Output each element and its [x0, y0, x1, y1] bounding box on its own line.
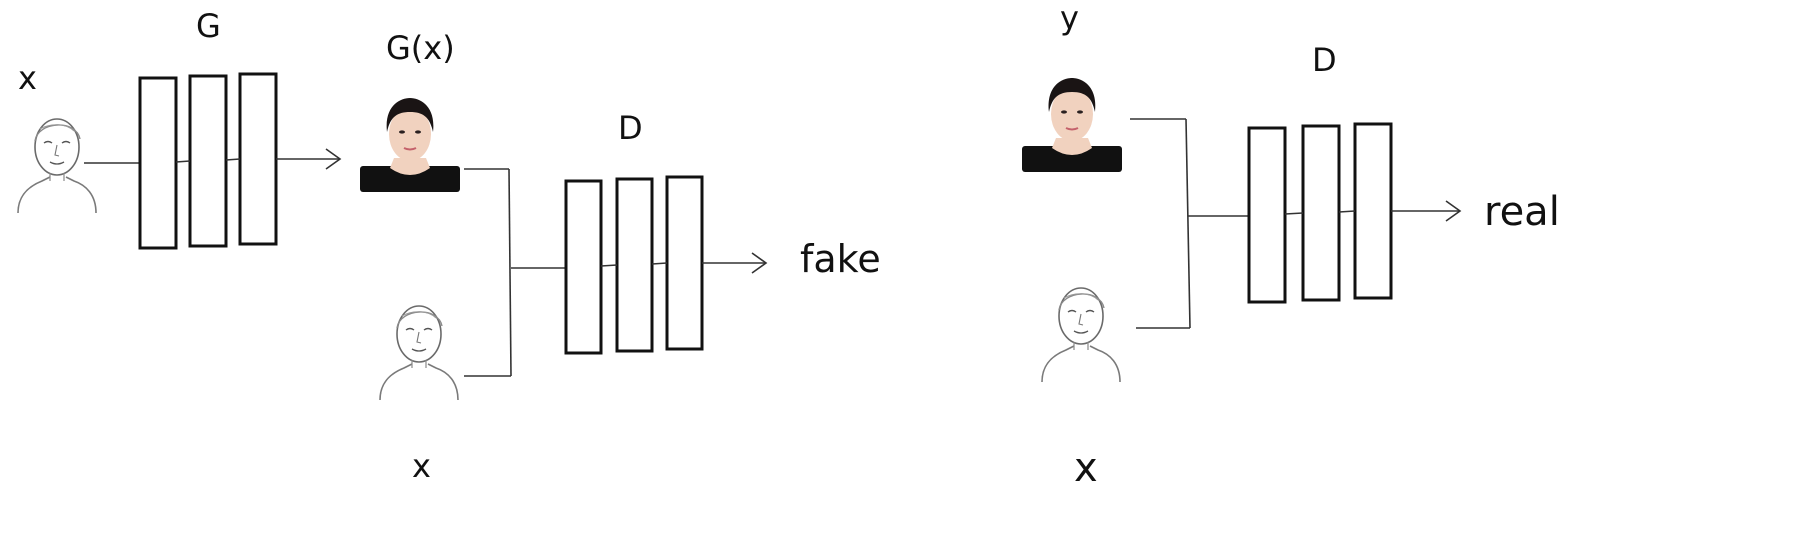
label-discriminator-real: D: [1312, 41, 1337, 79]
generator-block: [138, 72, 278, 250]
real-join-lines: [1130, 118, 1249, 329]
generator-layer: [238, 72, 278, 246]
label-generated: G(x): [386, 29, 455, 67]
discriminator-layer: [1301, 124, 1341, 302]
generator-layer: [138, 76, 178, 250]
generated-photo-image: [359, 97, 461, 193]
discriminator-layer: [564, 179, 603, 355]
label-real: real: [1484, 189, 1560, 235]
generator-layer: [188, 74, 228, 248]
input-sketch-image: [17, 118, 97, 214]
label-generator: G: [196, 7, 221, 45]
right-sketch-image: [1041, 287, 1121, 383]
discriminator-real-block: [1247, 122, 1393, 304]
target-photo-image: [1021, 77, 1123, 173]
arrow-to-real: [1391, 200, 1462, 222]
label-bottom-x: x: [412, 447, 431, 485]
discriminator-layer: [665, 175, 704, 351]
label-right-x: x: [1074, 445, 1098, 491]
label-input-x: x: [18, 59, 37, 97]
arrow-to-generated: [276, 148, 342, 170]
label-fake: fake: [800, 237, 881, 281]
label-target-y: y: [1060, 0, 1079, 37]
fake-join-lines: [464, 168, 566, 377]
discriminator-fake-block: [564, 175, 704, 355]
label-discriminator-fake: D: [618, 109, 643, 147]
arrow-to-fake: [702, 252, 768, 274]
bottom-sketch-image: [379, 305, 459, 401]
discriminator-layer: [1247, 126, 1287, 304]
discriminator-layer: [615, 177, 654, 353]
discriminator-layer: [1353, 122, 1393, 300]
